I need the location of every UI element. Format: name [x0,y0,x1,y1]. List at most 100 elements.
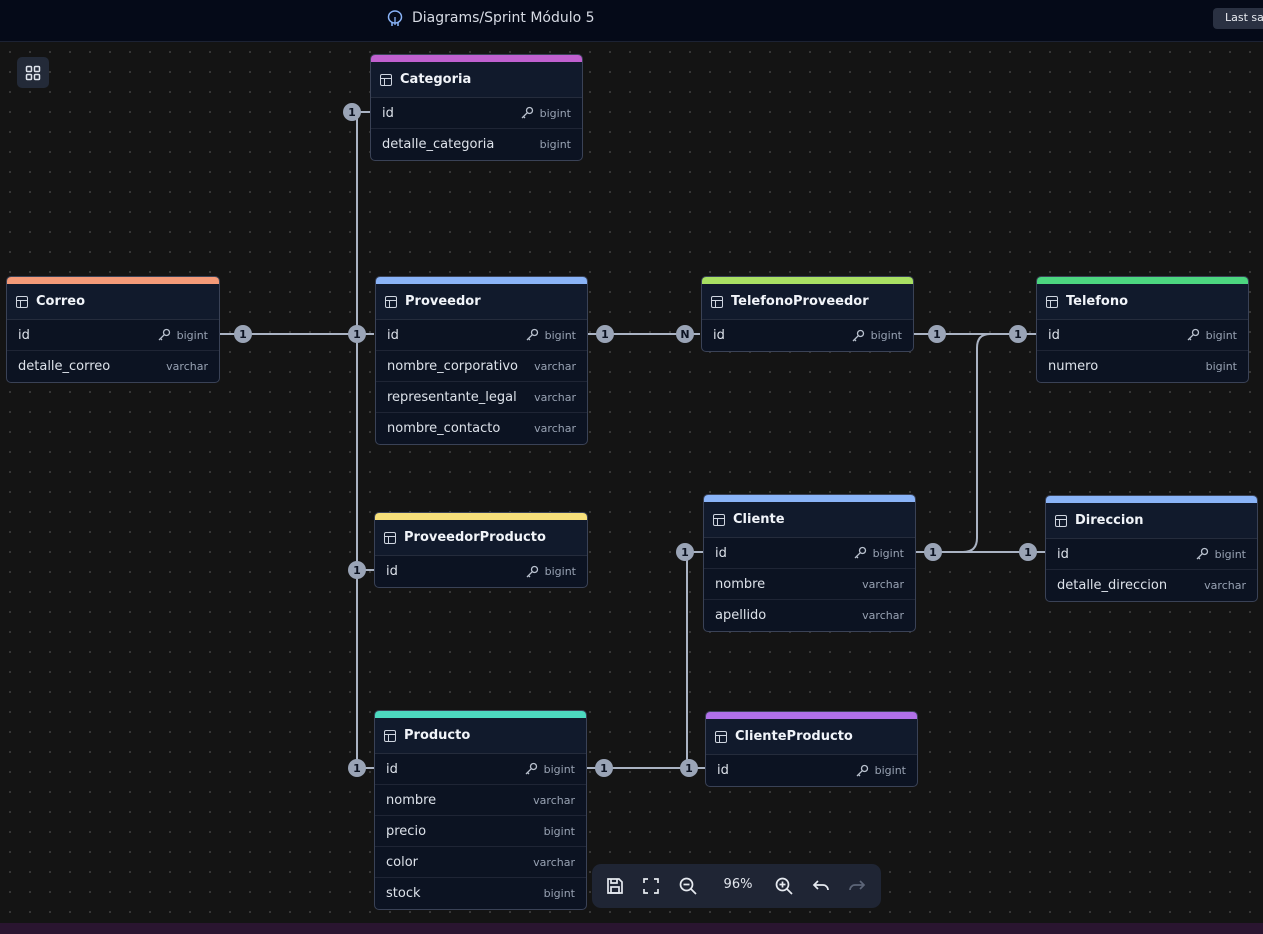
field-type: varchar [534,391,576,404]
undo-icon [812,880,829,891]
primary-key-icon [525,762,537,775]
field-type: varchar [534,360,576,373]
save-button[interactable] [604,875,626,897]
table-accent-bar [376,277,587,284]
table-header[interactable]: Direccion [1046,503,1257,539]
table-accent-bar [702,277,913,284]
cardinality-badge: 1 [676,543,694,561]
table-header[interactable]: Proveedor [376,284,587,320]
primary-key-icon [521,106,533,119]
grid-view-button[interactable] [17,57,49,88]
table-name: ProveedorProducto [404,530,546,545]
table-icon [384,531,396,544]
field-type-label: bigint [1214,547,1246,561]
field-type-label: bigint [543,824,575,838]
field-type-label: bigint [543,762,575,776]
diagram-title[interactable]: Diagrams/Sprint Módulo 5 [386,9,595,27]
field-name: id [386,564,398,579]
last-saved-badge[interactable]: Last saved [1213,8,1263,29]
table-header[interactable]: TelefonoProveedor [702,284,913,320]
field-type: bigint [1206,360,1237,373]
cardinality-badge: 1 [343,103,361,121]
field-name: detalle_correo [18,359,111,374]
table-header[interactable]: Producto [375,718,586,754]
table-accent-bar [7,277,219,284]
zoom-out-icon [679,877,697,895]
table-header[interactable]: ProveedorProducto [375,520,587,556]
field-type-label: bigint [870,329,902,342]
field-name: precio [386,823,427,839]
table-accent-bar [375,711,586,718]
cardinality-badge: 1 [924,543,942,561]
cardinality-badge: N [676,325,694,343]
primary-key-icon [852,329,864,341]
primary-key-icon [526,565,538,577]
table-header[interactable]: Cliente [704,502,915,538]
table-name: Producto [404,728,471,743]
postgresql-elephant-icon [387,10,403,26]
redo-icon [849,880,866,891]
field-row[interactable]: id bigint [375,754,586,785]
fit-view-button[interactable] [640,875,662,897]
table-icon [715,730,727,743]
field-type: bigint [540,138,571,151]
table-header[interactable]: Telefono [1037,284,1248,320]
table-header[interactable]: Categoria [371,62,582,98]
table-icon [711,295,723,308]
zoom-out-button[interactable] [677,875,699,897]
field-name: id [386,761,398,777]
zoom-in-icon [775,877,793,895]
field-type: bigint [855,764,906,778]
table-header[interactable]: Correo [7,284,219,320]
undo-button[interactable] [810,875,832,897]
field-type: varchar [534,422,576,435]
cardinality-badge: 1 [1009,325,1027,343]
zoom-in-button[interactable] [773,875,795,897]
diagram-title-text: Diagrams/Sprint Módulo 5 [412,10,595,26]
field-row[interactable]: numero bigint [1037,351,1248,382]
diagram-canvas[interactable] [0,42,1263,923]
field-name: numero [1048,359,1099,374]
field-name: nombre [386,792,437,808]
primary-key-icon [856,764,868,776]
field-type: varchar [533,856,575,869]
field-row[interactable]: precio bigint [375,816,586,847]
redo-button[interactable] [846,875,868,897]
field-type-label: bigint [539,106,571,120]
field-type: bigint [1186,328,1237,342]
table-name: Direccion [1075,513,1144,528]
field-type-label: bigint [539,138,571,151]
cardinality-badge: 1 [348,561,366,579]
table-header[interactable]: ClienteProducto [706,719,917,755]
